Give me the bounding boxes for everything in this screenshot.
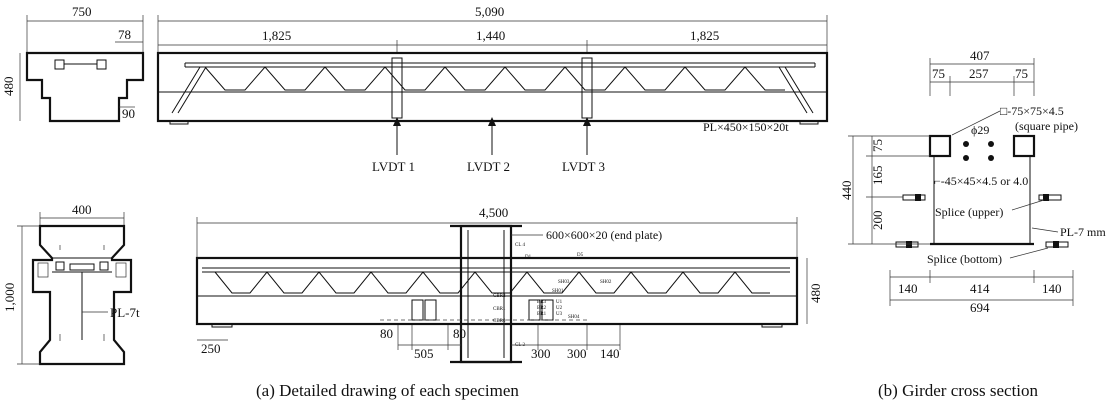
dim-78: 78	[118, 27, 131, 42]
gauge-u1: U1	[556, 300, 563, 305]
caption-b: (b) Girder cross section	[878, 381, 1039, 400]
gauge-d1: D1	[525, 255, 532, 260]
dim-1000: 1,000	[2, 283, 17, 312]
dim-90: 90	[122, 106, 135, 121]
support-plate-label: PL×450×150×20t	[703, 120, 789, 134]
caption-a: (a) Detailed drawing of each specimen	[256, 381, 519, 400]
splice-upper-label: Splice (upper)	[935, 205, 1003, 219]
dim-250: 250	[201, 341, 221, 356]
splice-bottom-label: Splice (bottom)	[927, 252, 1002, 266]
gauge-sh02: SH02	[600, 280, 612, 285]
gauge-cl2: CL 2	[515, 343, 525, 348]
lvdt-2-label: LVDT 2	[467, 159, 510, 174]
dim-257: 257	[969, 66, 989, 81]
gauge-sh04: SH04	[568, 315, 580, 320]
dim-505: 505	[414, 346, 434, 361]
dim-480-bottom: 480	[808, 284, 823, 304]
lvdt-3-label: LVDT 3	[562, 159, 605, 174]
dim-750: 750	[72, 4, 92, 19]
top-beam-drawing: 5,090 1,825 1,440 1,825 PL×450×150×20t	[156, 4, 829, 174]
dim-480-top: 480	[1, 77, 16, 97]
web-plate-7mm-label: PL-7 mm	[1060, 225, 1106, 239]
dim-414: 414	[970, 281, 990, 296]
dim-407: 407	[970, 48, 990, 63]
gauge-sh03: SH03	[558, 280, 570, 285]
gauge-d5: D5	[577, 253, 584, 258]
girder-cross-section: 407 75 257 75 ϕ29 □-75×75×4.5 (square pi…	[839, 48, 1106, 315]
gauge-br2: BR2	[537, 306, 547, 311]
dim-80-right: 80	[453, 326, 466, 341]
gauge-cbr1: CBR1	[493, 307, 506, 312]
gauge-br3: BR3	[537, 300, 547, 305]
gauge-u2: U2	[556, 306, 563, 311]
gauge-cl4: CL 4	[515, 243, 525, 248]
dim-440: 440	[839, 181, 854, 201]
square-pipe-note: (square pipe)	[1015, 119, 1078, 133]
gauge-cbr0: CBR0	[493, 319, 506, 324]
bottom-beam-drawing: 4,500 600×600×20 (end plate) CL 4 CL 2 C…	[195, 205, 823, 364]
gauge-u3: U3	[556, 312, 563, 317]
dim-75-right: 75	[1015, 66, 1028, 81]
dim-1440: 1,440	[476, 28, 505, 43]
dim-165: 165	[870, 166, 885, 186]
dim-694: 694	[970, 300, 990, 315]
dim-140-left: 140	[898, 281, 918, 296]
top-section-drawing: 750 78 480 90	[1, 4, 145, 123]
lvdt-1-label: LVDT 1	[372, 159, 415, 174]
dim-5090: 5,090	[475, 4, 504, 19]
dim-140-beam: 140	[600, 346, 620, 361]
dim-1825-left: 1,825	[262, 28, 291, 43]
dim-75-left: 75	[932, 66, 945, 81]
bar-diameter-label: ϕ29	[971, 123, 989, 137]
dim-300-right: 300	[567, 346, 587, 361]
dim-1825-right: 1,825	[690, 28, 719, 43]
dim-300-left: 300	[531, 346, 551, 361]
square-pipe-label: □-75×75×4.5	[1000, 104, 1064, 118]
web-plate-label: PL-7t	[110, 305, 140, 320]
dim-75-vert: 75	[870, 139, 885, 152]
dim-200: 200	[870, 211, 885, 231]
dim-80-left: 80	[380, 326, 393, 341]
angle-label: ⌐-45×45×4.5 or 4.0	[934, 174, 1028, 188]
bottom-section-drawing: 400 1,000 PL-7t	[2, 202, 140, 366]
dim-140-right: 140	[1042, 281, 1062, 296]
gauge-cbr2: CBR2	[493, 294, 506, 299]
dim-400: 400	[72, 202, 92, 217]
gauge-br1: BR1	[537, 312, 547, 317]
end-plate-label: 600×600×20 (end plate)	[546, 228, 662, 242]
gauge-sh01: SH01	[552, 289, 564, 294]
dim-4500: 4,500	[479, 205, 508, 220]
